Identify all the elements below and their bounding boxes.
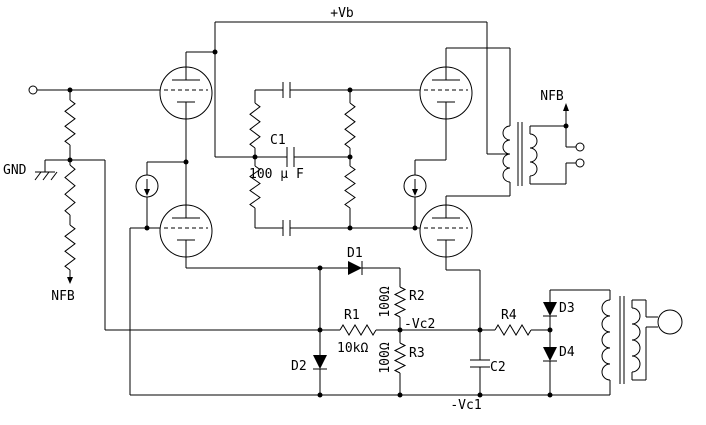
r2-value-label: 100Ω [378, 286, 393, 317]
tube-upper-right [415, 47, 510, 161]
tube-lower-right [419, 195, 510, 360]
junction-dots [67, 49, 569, 398]
power-transformer [550, 289, 658, 395]
output-transformer [502, 48, 576, 196]
d2-label: D2 [291, 359, 307, 374]
phase-splitter-resistors [249, 90, 356, 228]
capacitor-c1 [215, 147, 350, 167]
input-terminal [28, 85, 160, 95]
diode-d3 [543, 290, 557, 330]
resistor-r3 [393, 330, 407, 395]
r1-value-label: 10kΩ [337, 341, 368, 356]
c1-value-label: 100 μ F [249, 167, 304, 182]
ac-plug [657, 309, 683, 335]
coupling-capacitor-upper [255, 82, 420, 98]
diode-d2 [313, 268, 327, 395]
r3-value-label: 100Ω [378, 342, 393, 373]
r3-ref-label: R3 [409, 346, 425, 361]
resistor-r1 [339, 324, 400, 336]
c1-ref-label: C1 [270, 133, 286, 148]
current-source-right [403, 160, 427, 228]
nfb-input-label: NFB [51, 289, 75, 304]
tube-upper-left [159, 51, 215, 120]
vc1-label: -Vc1 [450, 398, 481, 413]
tube-lower-left [159, 102, 320, 269]
d3-label: D3 [559, 301, 575, 316]
r4-label: R4 [501, 308, 517, 323]
gnd-label: GND [3, 163, 27, 178]
input-divider-resistors [64, 90, 76, 284]
capacitor-c2 [470, 359, 490, 395]
ground-symbol [34, 159, 70, 181]
diode-d1 [320, 261, 400, 275]
output-terminals [575, 142, 585, 168]
r2-ref-label: R2 [409, 289, 425, 304]
vc2-label: -Vc2 [404, 317, 435, 332]
nfb-arrow [563, 103, 569, 126]
d4-label: D4 [559, 345, 575, 360]
nfb-output-label: NFB [540, 89, 564, 104]
power-rail [130, 21, 610, 396]
d1-label: D1 [347, 246, 363, 261]
diode-d4 [543, 330, 557, 395]
r1-ref-label: R1 [344, 308, 360, 323]
vb-label: +Vb [330, 6, 354, 21]
current-source-left [135, 161, 186, 228]
coupling-capacitor-lower [255, 220, 420, 236]
c2-label: C2 [490, 360, 506, 375]
